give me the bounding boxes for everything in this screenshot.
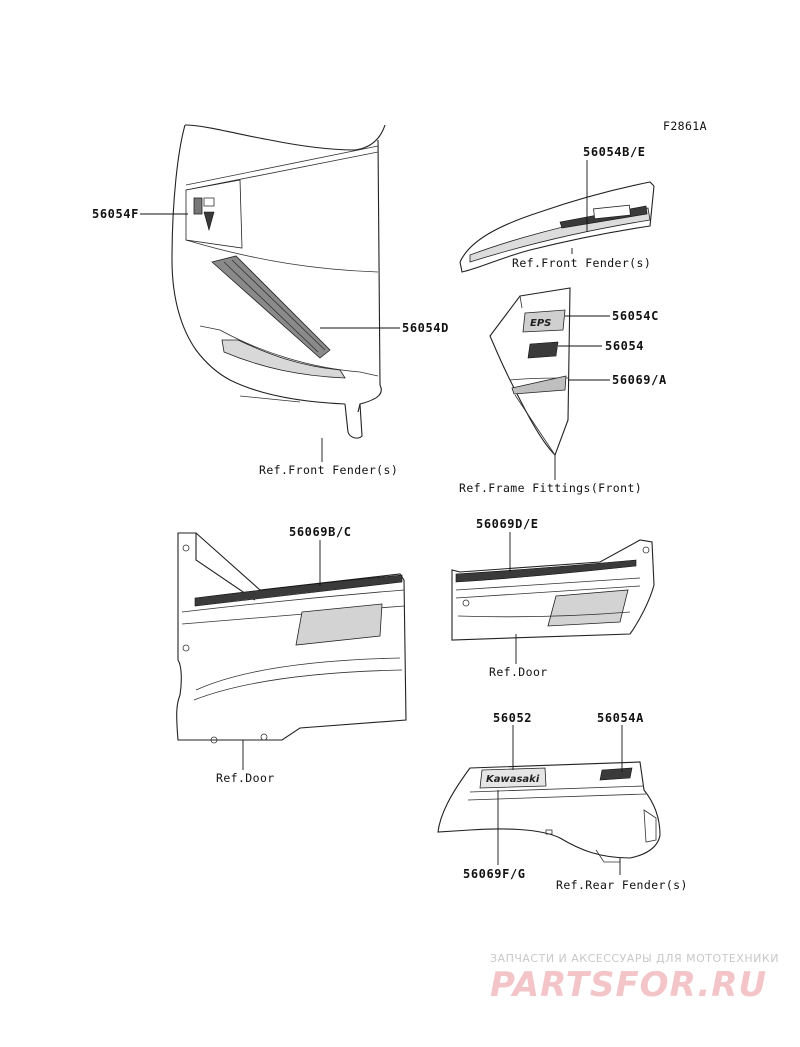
eps-decal-text: EPS xyxy=(530,318,551,329)
ref-label-door-right: Ref.Door xyxy=(489,665,548,679)
part-label-56054A: 56054A xyxy=(597,711,644,725)
rear-fender-drawing: Kawasaki xyxy=(437,761,661,863)
part-label-56069DE: 56069D/E xyxy=(476,517,539,531)
ref-label-frame-fittings: Ref.Frame Fittings(Front) xyxy=(459,481,642,495)
frame-fitting-drawing: EPS xyxy=(489,287,571,456)
part-label-56054C: 56054C xyxy=(612,309,659,323)
leader-lines xyxy=(140,160,623,875)
part-label-56069BC: 56069B/C xyxy=(289,525,352,539)
front-fender-left-drawing xyxy=(171,124,386,439)
part-label-56054D: 56054D xyxy=(402,321,449,335)
ref-label-front-fender-right: Ref.Front Fender(s) xyxy=(512,256,651,270)
left-door-drawing xyxy=(176,532,407,744)
kawasaki-decal-text: Kawasaki xyxy=(486,774,540,785)
ref-label-front-fender-left: Ref.Front Fender(s) xyxy=(259,463,398,477)
part-label-56054BE: 56054B/E xyxy=(583,145,646,159)
watermark-caption: ЗАПЧАСТИ И АКСЕССУАРЫ ДЛЯ МОТОТЕХНИКИ xyxy=(490,952,779,965)
figure-code: F2861A xyxy=(663,119,707,133)
part-label-56052: 56052 xyxy=(493,711,532,725)
part-label-56054F: 56054F xyxy=(92,207,139,221)
ref-label-door-left: Ref.Door xyxy=(216,771,275,785)
part-label-56054: 56054 xyxy=(605,339,644,353)
right-door-drawing xyxy=(451,539,655,641)
ref-label-rear-fender: Ref.Rear Fender(s) xyxy=(556,878,688,892)
front-fender-right-drawing xyxy=(459,181,655,273)
watermark-brand: PARTSFOR.RU xyxy=(490,965,767,1005)
part-label-56069A: 56069/A xyxy=(612,373,667,387)
part-label-56069FG: 56069F/G xyxy=(463,867,526,881)
